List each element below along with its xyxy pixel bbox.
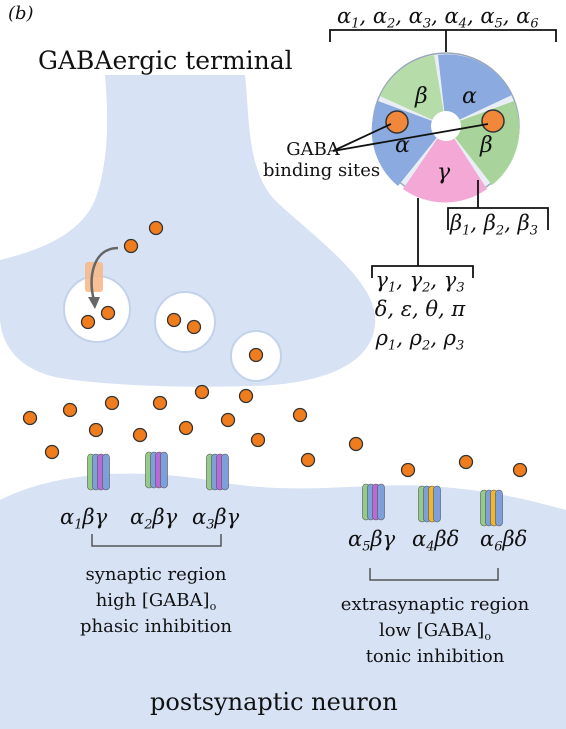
synaptic-receptor-label-1: α1βγ: [60, 505, 108, 533]
gaba-molecule: [152, 395, 168, 411]
terminal-label: GABAergic terminal: [38, 46, 293, 75]
subunit-label-beta-top: β: [415, 84, 428, 109]
gaba-molecule: [100, 305, 116, 321]
gaba-molecule: [186, 319, 202, 335]
gaba-molecule: [238, 388, 254, 404]
membrane-receptors: [87, 451, 503, 527]
alpha-subunit-list: α1, α2, α3, α4, α5, α6: [337, 4, 539, 32]
vesicle-1: [63, 246, 131, 343]
gaba-molecule: [178, 420, 194, 436]
gaba-molecule: [132, 427, 148, 443]
extrasynaptic-bracket: [369, 568, 499, 581]
transporter-icon: [85, 262, 103, 292]
synaptic-receptor-label-3: α3βγ: [192, 505, 240, 533]
gaba-receptor-icon: [145, 451, 168, 489]
gaba-molecule: [458, 454, 474, 470]
transport-arrow-icon: [90, 246, 119, 301]
extrasynaptic-region-description: extrasynaptic region low [GABA]o tonic i…: [340, 594, 530, 667]
alpha-list-bracket: [329, 29, 557, 52]
gaba-molecule: [300, 452, 316, 468]
subunit-gamma: [403, 126, 487, 203]
subunit-beta-top: [380, 55, 446, 126]
neuron-label: postsynaptic neuron: [150, 688, 398, 716]
gaba-molecules: [22, 220, 528, 478]
gaba-binding-site-left: [385, 110, 409, 134]
gaba-molecule: [250, 432, 266, 448]
gaba-molecule: [148, 220, 164, 236]
binding-sites-label: GABA binding sites: [263, 139, 381, 181]
gaba-receptor-icon: [418, 485, 441, 523]
gamma-list-bracket: [371, 198, 474, 278]
gaba-receptor-icon: [206, 453, 229, 491]
beta-list-bracket: [447, 180, 549, 230]
gaba-molecule: [194, 384, 210, 400]
gaba-receptor-icon: [362, 483, 385, 521]
gamma-subunit-list: γ1, γ2, γ3 δ, ε, θ, π ρ1, ρ2, ρ3: [374, 268, 466, 354]
gaba-molecule: [348, 436, 364, 452]
gaba-molecule: [104, 395, 120, 411]
extrasynaptic-receptor-label-2: α4βδ: [412, 527, 460, 555]
synaptic-receptor-label-2: α2βγ: [130, 505, 178, 533]
gaba-molecule: [292, 407, 308, 423]
gaba-molecule: [44, 444, 60, 460]
gaba-molecule: [512, 462, 528, 478]
gaba-molecule: [88, 422, 104, 438]
subunit-label-beta-right: β: [480, 133, 493, 158]
extrasynaptic-receptor-label-1: α5βγ: [348, 527, 396, 555]
receptor-complex: [332, 52, 520, 203]
gaba-molecule: [400, 462, 416, 478]
gaba-molecule: [62, 402, 78, 418]
gaba-receptor-icon: [87, 453, 110, 491]
gaba-molecule: [80, 314, 96, 330]
gaba-molecule: [166, 312, 182, 328]
extrasynaptic-receptor-label-3: α6βδ: [480, 527, 528, 555]
postsynaptic-neuron-body: [0, 473, 566, 729]
gaba-receptor-icon: [480, 489, 503, 527]
gaba-binding-site-right: [481, 109, 505, 133]
vesicle-2: [154, 291, 216, 353]
subunit-label-alpha-top: α: [462, 84, 477, 109]
synaptic-region-description: synaptic region high [GABA]o phasic inhi…: [79, 564, 233, 637]
gaba-molecule: [220, 412, 236, 428]
gaba-molecule: [248, 347, 264, 363]
subunit-label-alpha-left: α: [395, 133, 410, 158]
subunit-alpha-top: [438, 54, 512, 126]
beta-subunit-list: β1, β2, β3: [450, 211, 538, 239]
synaptic-bracket: [91, 534, 222, 547]
panel-label: (b): [8, 3, 34, 24]
gaba-molecule: [123, 238, 139, 254]
gaba-molecule: [22, 410, 38, 426]
subunit-label-gamma: γ: [437, 160, 451, 185]
